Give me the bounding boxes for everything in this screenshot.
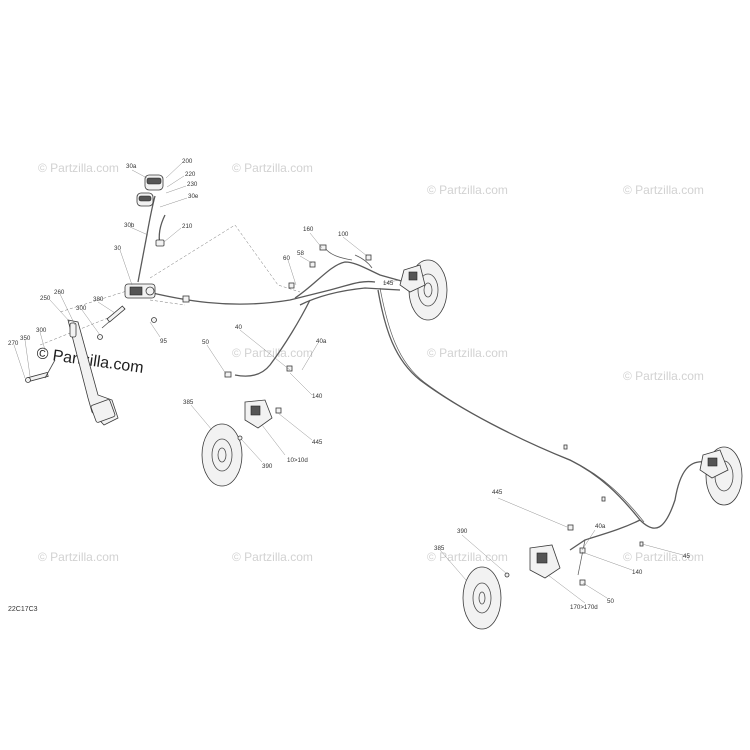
- brake-pedal: [67, 319, 119, 426]
- callout-45: 45: [683, 553, 690, 560]
- leader-lines: [13, 162, 684, 604]
- callout-380: 380: [93, 296, 104, 303]
- diagram-code: 22C17C3: [8, 606, 38, 613]
- callout-95: 95: [160, 338, 167, 345]
- callout-260: 260: [54, 289, 65, 296]
- callout-385-rear: 385: [434, 545, 445, 552]
- callout-300-b: 300: [36, 327, 47, 334]
- callout-385: 385: [183, 399, 194, 406]
- master-cylinder-assembly: [124, 174, 190, 303]
- callout-30e: 30e: [188, 193, 199, 200]
- callout-445-rear: 445: [492, 489, 503, 496]
- callout-140-rear: 140: [632, 569, 643, 576]
- callout-50-rear: 50: [607, 598, 614, 605]
- watermark: © Partzilla.com: [427, 346, 508, 360]
- brake-disc-rear-left: [462, 566, 502, 630]
- callout-170-170d: 170>170d: [570, 604, 598, 611]
- callout-30a: 30a: [126, 163, 137, 170]
- callout-40a: 40a: [316, 338, 327, 345]
- watermark: © Partzilla.com: [427, 183, 508, 197]
- watermark: © Partzilla.com: [38, 550, 119, 564]
- front-right-brake: [399, 259, 448, 321]
- callout-200: 200: [182, 158, 193, 165]
- brake-disc-front-left: [201, 423, 243, 487]
- callout-50: 50: [202, 339, 209, 346]
- callout-390: 390: [262, 463, 273, 470]
- watermark: © Partzilla.com: [623, 369, 704, 383]
- callout-30: 30: [114, 245, 121, 252]
- watermark: © Partzilla.com: [427, 550, 508, 564]
- callout-30b: 30b: [124, 222, 135, 229]
- callout-350: 350: [20, 335, 31, 342]
- callout-145: 145: [383, 280, 394, 287]
- callout-300-a: 300: [76, 305, 87, 312]
- watermark: © Partzilla.com: [232, 161, 313, 175]
- callout-40: 40: [235, 324, 242, 331]
- brake-lines: [137, 195, 706, 576]
- brake-pedal-assembly: [25, 305, 157, 426]
- watermark: © Partzilla.com: [232, 550, 313, 564]
- callout-230: 230: [187, 181, 198, 188]
- watermark-layer: © Partzilla.com © Partzilla.com © Partzi…: [35, 161, 703, 564]
- rear-right-brake: [699, 446, 743, 506]
- callout-270: 270: [8, 340, 19, 347]
- callout-220: 220: [185, 171, 196, 178]
- watermark: © Partzilla.com: [623, 550, 704, 564]
- callout-58: 58: [297, 250, 304, 257]
- callout-labels: 30a 200 220 230 30e 30b 210 30 260 250 3…: [8, 158, 690, 611]
- callout-10-10d: 10>10d: [287, 457, 308, 464]
- watermark: © Partzilla.com: [623, 183, 704, 197]
- rear-left-brake: [462, 544, 561, 630]
- callout-445: 445: [312, 439, 323, 446]
- callout-210: 210: [182, 223, 193, 230]
- front-left-brake: [201, 399, 273, 487]
- callout-100: 100: [338, 231, 349, 238]
- callout-60: 60: [283, 255, 290, 262]
- callout-40a-rear: 40a: [595, 523, 606, 530]
- callout-140: 140: [312, 393, 323, 400]
- fittings: [224, 244, 644, 586]
- callout-250: 250: [40, 295, 51, 302]
- callout-160: 160: [303, 226, 314, 233]
- watermark: © Partzilla.com: [38, 161, 119, 175]
- callout-390-rear: 390: [457, 528, 468, 535]
- watermark: © Partzilla.com: [232, 346, 313, 360]
